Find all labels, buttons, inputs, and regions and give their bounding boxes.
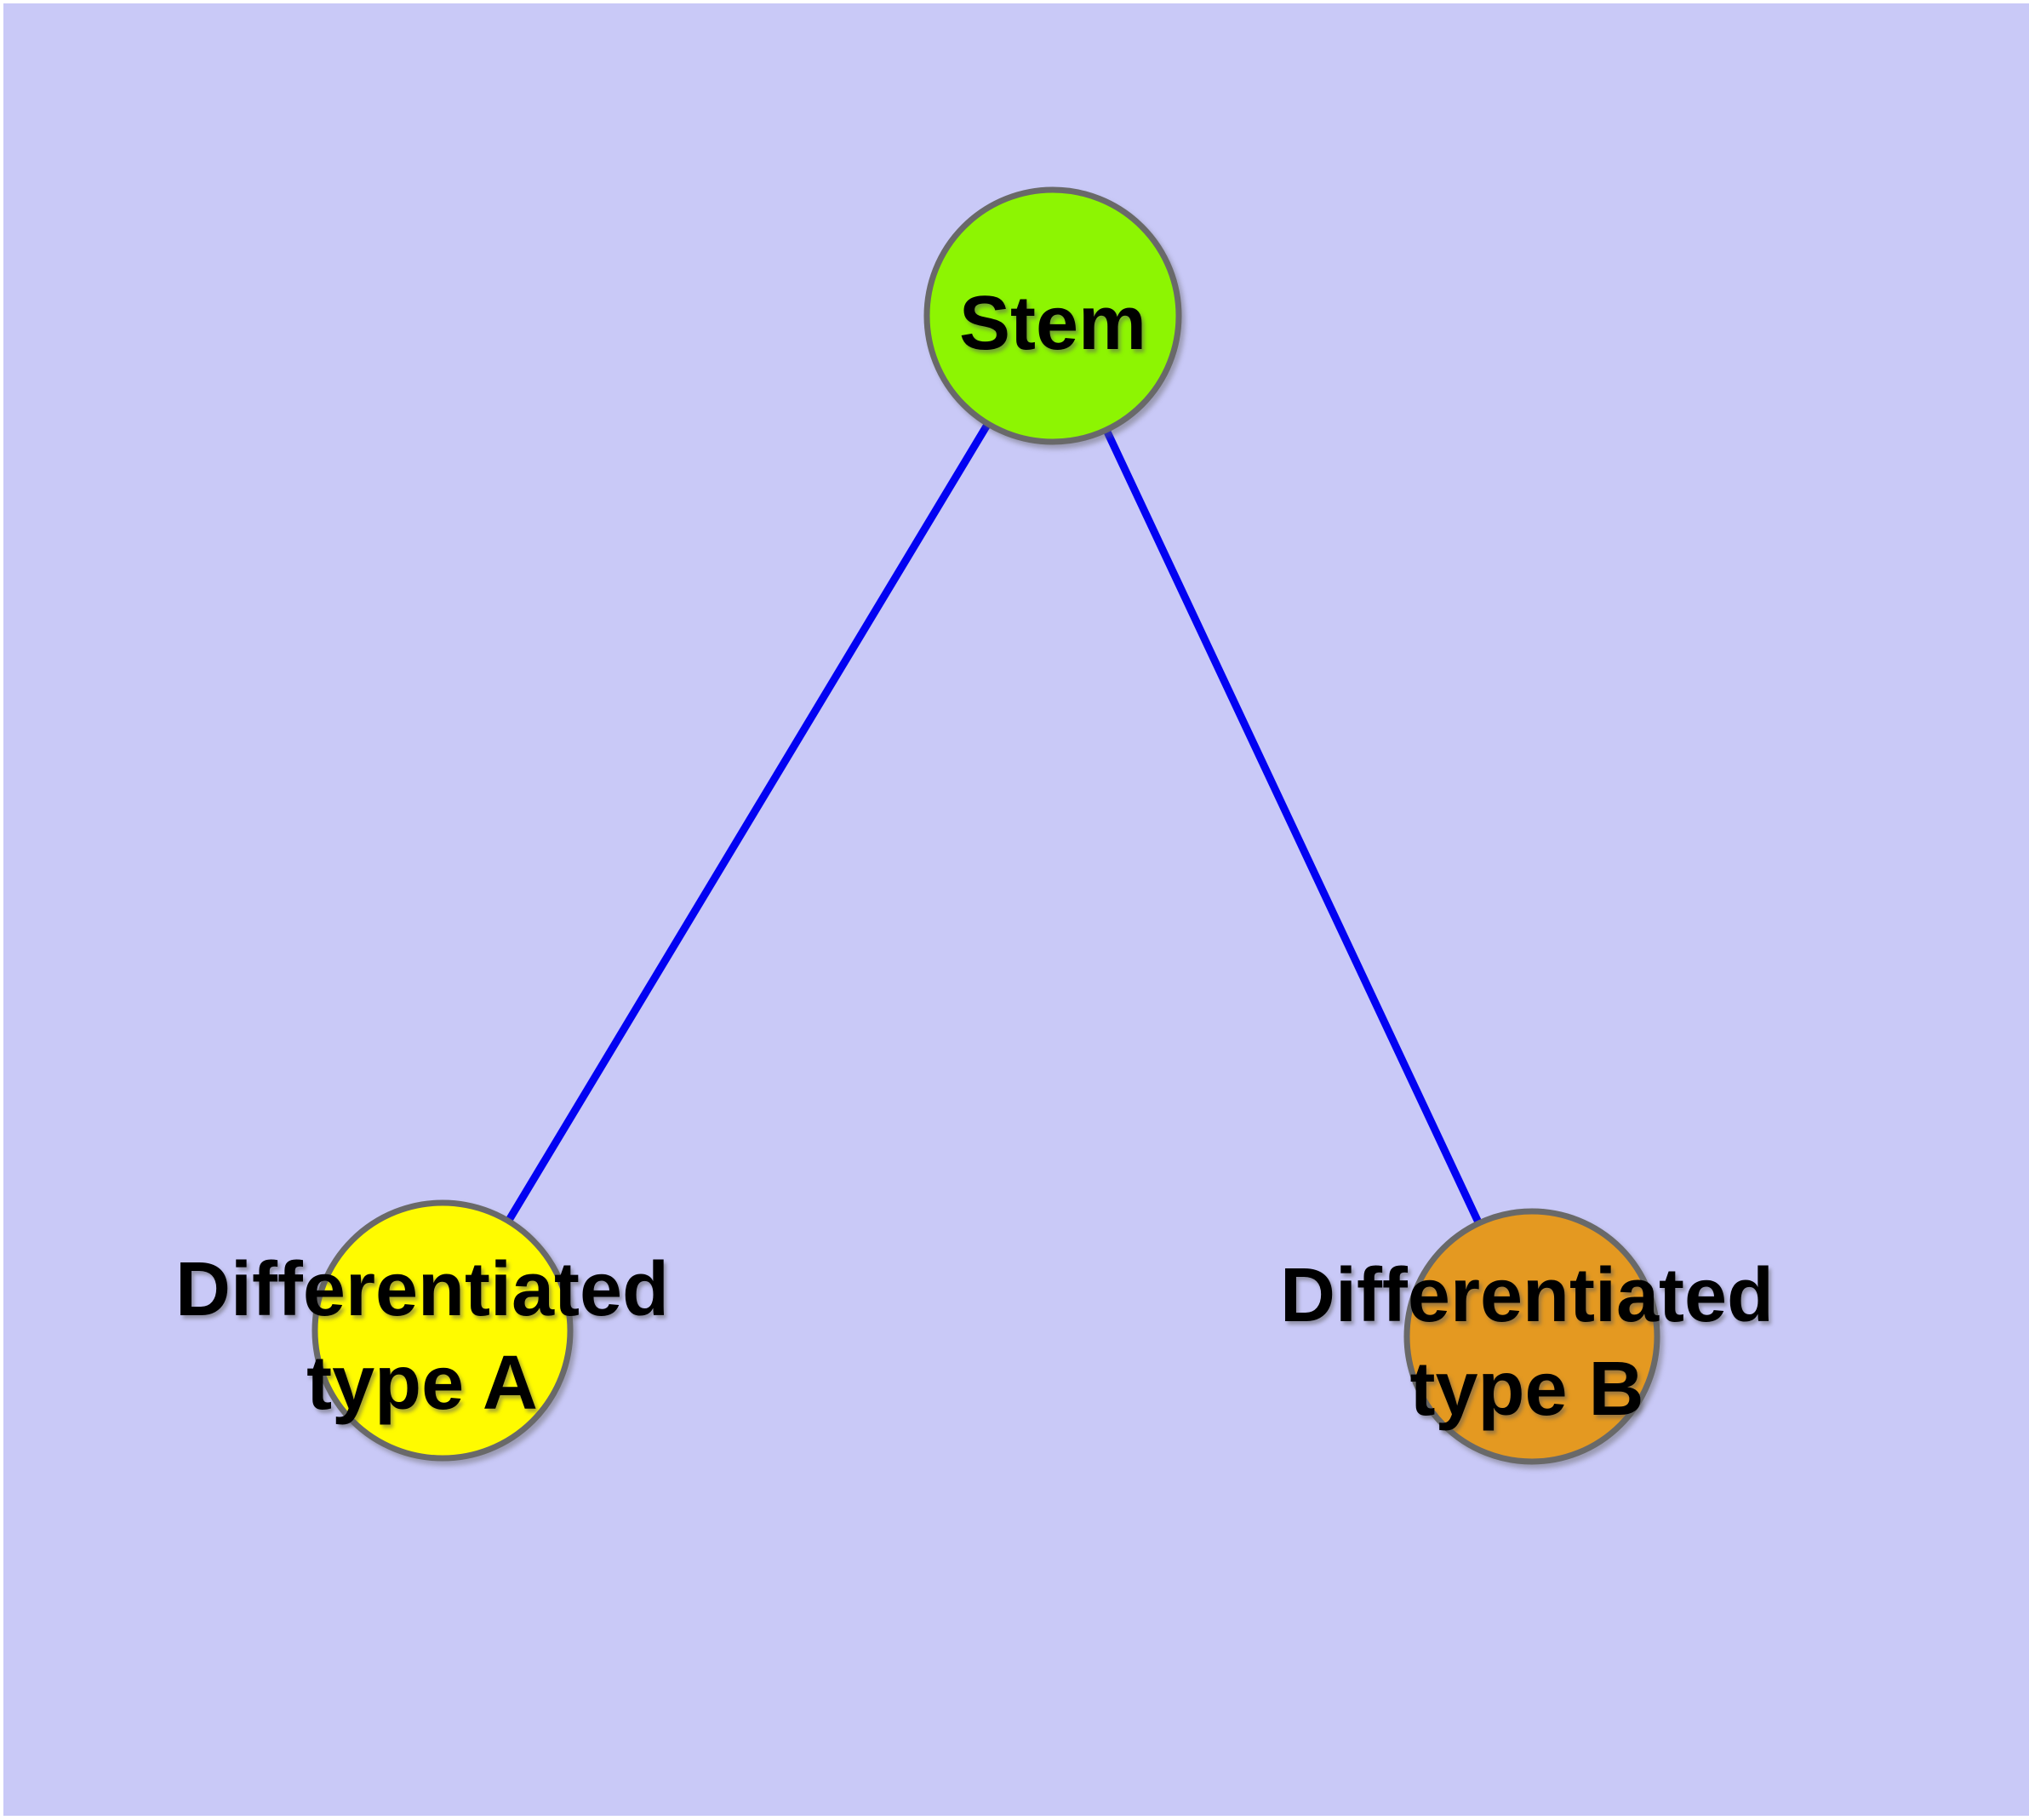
node-differentiated-type-a: [311, 1199, 574, 1462]
edge-stem-to-type-b: [1049, 314, 1536, 1338]
node-type-a-label-line2: type A: [306, 1341, 538, 1426]
node-stem: [923, 186, 1182, 445]
node-differentiated-type-b: [1403, 1208, 1660, 1465]
edge-stem-to-type-a: [439, 313, 1056, 1333]
node-type-a-label-line1: Differentiated: [175, 1247, 669, 1332]
node-type-b-label-line2: type B: [1409, 1347, 1643, 1432]
node-stem-label: Stem: [959, 281, 1146, 366]
node-type-b-label-line1: Differentiated: [1280, 1253, 1774, 1338]
